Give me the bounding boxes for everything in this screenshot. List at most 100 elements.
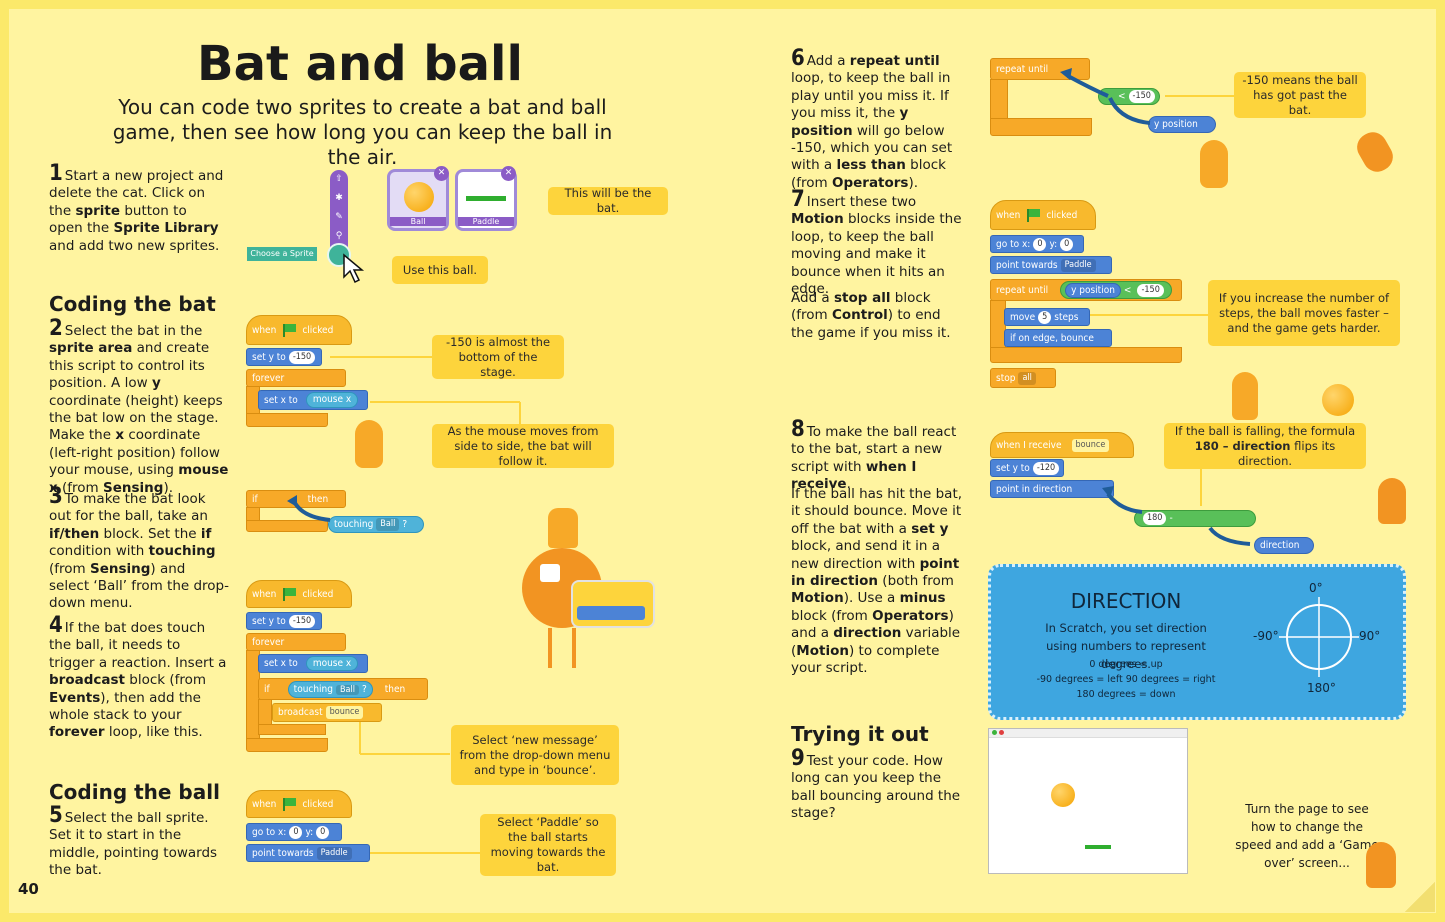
step-text: ) to complete your script. <box>791 642 940 677</box>
value-slot[interactable]: -120 <box>1032 461 1060 475</box>
mascot-character <box>1200 140 1228 188</box>
ball-sprite-thumb[interactable]: Ball <box>387 169 449 231</box>
value-slot[interactable]: 180 <box>1143 512 1167 525</box>
stage-preview[interactable] <box>988 728 1188 874</box>
callout-bold: 180 – direction <box>1194 438 1291 453</box>
step-text: block. Set the <box>99 525 201 542</box>
mascot-character <box>1378 478 1406 524</box>
direction-compass <box>1279 597 1359 677</box>
direction-reporter[interactable]: direction <box>1254 537 1314 554</box>
mouse-x-reporter[interactable]: mouse x <box>305 656 359 671</box>
trash-icon[interactable]: ✕ <box>501 166 516 181</box>
minus-block[interactable]: 180- <box>1134 510 1256 527</box>
dropdown[interactable]: Paddle <box>1060 258 1096 272</box>
direction-info-box: DIRECTION In Scratch, you set direction … <box>988 564 1406 720</box>
connector-lines <box>330 356 521 425</box>
if-on-edge-bounce-block[interactable]: if on edge, bounce <box>1004 329 1112 347</box>
y-position-reporter[interactable]: y position <box>1065 282 1121 298</box>
value-slot[interactable]: 0 <box>316 825 330 839</box>
dropdown[interactable]: bounce <box>325 706 364 719</box>
block-label: set y to <box>996 462 1030 474</box>
point-in-direction-block[interactable]: point in direction <box>990 480 1114 498</box>
step-text: (from <box>49 560 90 577</box>
value-slot[interactable]: 0 <box>289 825 303 839</box>
step-text: . <box>846 476 851 493</box>
value-slot[interactable]: 5 <box>1038 310 1052 324</box>
direction-line: 0 degrees = up <box>1089 659 1163 670</box>
dropdown[interactable]: Paddle <box>316 846 352 860</box>
robot-leg <box>572 628 576 668</box>
mascot-character <box>355 420 383 468</box>
step-bold: set y <box>911 520 949 537</box>
step-number: 3 <box>49 484 63 509</box>
step-number: 6 <box>791 46 805 71</box>
value-slot[interactable]: 0 <box>1060 237 1074 251</box>
play-icon <box>540 564 560 582</box>
value-slot[interactable]: -150 <box>288 350 316 364</box>
dropdown[interactable]: Ball <box>335 684 359 695</box>
choose-sprite-tooltip: Choose a Sprite <box>247 247 317 261</box>
trash-icon[interactable]: ✕ <box>434 166 449 181</box>
step-bold: y position <box>791 105 909 139</box>
block-label: then <box>384 683 406 695</box>
dropdown[interactable]: bounce <box>1071 438 1110 452</box>
value-slot[interactable]: -150 <box>1128 90 1155 103</box>
dropdown[interactable]: Ball <box>376 518 400 531</box>
connector-line <box>1165 95 1237 97</box>
set-y-block[interactable]: set y to-150 <box>246 612 322 630</box>
heading-coding-bat: Coding the bat <box>49 292 216 316</box>
block-label: set x to <box>264 658 298 669</box>
stop-icon[interactable] <box>999 730 1004 735</box>
set-y-block[interactable]: set y to-150 <box>246 348 322 366</box>
step-text: condition with <box>49 543 149 560</box>
less-than-block[interactable]: y position<-150 <box>1060 281 1172 299</box>
repeat-until-block[interactable]: repeat until y position<-150 <box>990 279 1182 301</box>
paddle-sprite-thumb[interactable]: Paddle <box>455 169 517 231</box>
step-text: coordinate (height) keeps the bat low on… <box>49 392 223 444</box>
value-slot[interactable]: 0 <box>1033 237 1047 251</box>
block-label: touching <box>293 683 333 695</box>
value-slot[interactable]: -150 <box>1137 283 1164 297</box>
page-curl[interactable] <box>1405 882 1435 912</box>
callout-past-bat: -150 means the ball has got past the bat… <box>1234 72 1366 118</box>
step-bold: Events <box>49 689 101 706</box>
step-bold: y <box>151 375 161 392</box>
sprite-menu-bar[interactable]: ⇧✱✎⚲ <box>330 170 348 262</box>
dropdown[interactable]: all <box>1018 371 1036 385</box>
step-bold: Motion <box>796 642 849 659</box>
direction-lines: 0 degrees = up -90 degrees = left 90 deg… <box>1021 657 1231 702</box>
block-label: then <box>307 493 329 505</box>
step-text: To make the ball react to the bat, start… <box>791 424 957 475</box>
step-text: block (from <box>791 607 873 624</box>
step-number: 8 <box>791 417 805 442</box>
choose-sprite-button[interactable] <box>327 243 351 267</box>
green-flag-icon[interactable] <box>992 730 997 735</box>
mouse-x-reporter[interactable]: mouse x <box>305 392 359 408</box>
value-slot[interactable]: -150 <box>288 614 316 628</box>
block-label: move <box>1010 311 1036 323</box>
set-y-block[interactable]: set y to-120 <box>990 459 1064 477</box>
forever-block[interactable]: forever <box>246 369 346 387</box>
step-text: (from <box>57 479 103 496</box>
block-label: repeat until <box>996 284 1049 296</box>
set-x-block[interactable]: set x to mouse x <box>258 654 368 673</box>
forever-block[interactable]: forever <box>246 633 346 651</box>
